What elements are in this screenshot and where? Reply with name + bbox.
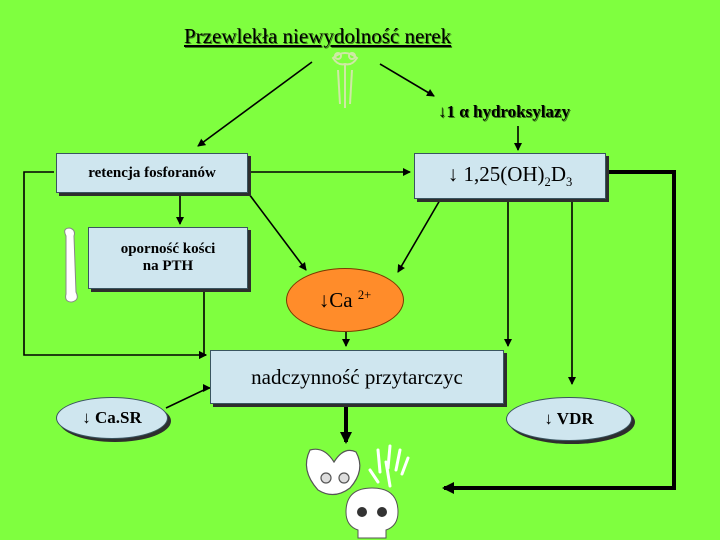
- arrow-retencja-ca: [245, 189, 307, 271]
- vdr-ellipse: ↓ VDR: [506, 397, 632, 441]
- calcium-ellipse: ↓Ca 2+: [286, 268, 404, 332]
- diagram-title: Przewlekła niewydolność nerek: [184, 24, 452, 48]
- casr-ellipse: ↓ Ca.SR: [56, 397, 168, 439]
- vdr-label: ↓ VDR: [544, 409, 594, 428]
- skull-icon: [345, 487, 399, 539]
- retencja-label: retencja fosforanów: [88, 164, 216, 181]
- retencja-box: retencja fosforanów: [56, 153, 248, 193]
- calcitriol-box: ↓ 1,25(OH)2D3: [414, 153, 606, 199]
- pelvis-icon: [305, 448, 361, 496]
- calcium-label: ↓Ca 2+: [318, 287, 372, 312]
- alpha-hydroxylase-label: ↓1 α hydroksylazy: [438, 102, 570, 121]
- nadczynnosc-box: nadczynność przytarczyc: [210, 350, 504, 404]
- casr-label: ↓ Ca.SR: [82, 408, 142, 427]
- hand-skeleton-icon: [368, 444, 410, 488]
- nadczynnosc-label: nadczynność przytarczyc: [251, 364, 463, 389]
- calcitriol-label: ↓ 1,25(OH)2D3: [447, 161, 573, 190]
- arrow-title-retencja: [197, 61, 313, 147]
- kidney-icon: [331, 52, 359, 108]
- arrow-left-loop-pth: [23, 171, 207, 359]
- bone-icon: [64, 227, 78, 303]
- arrow-opornosc-pth: [199, 290, 207, 359]
- arrow-d3-bones-loop: [442, 170, 676, 494]
- arrow-casr-pth: [165, 384, 211, 409]
- arrow-d3-ca: [397, 199, 441, 273]
- arrow-title-alpha: [379, 63, 435, 97]
